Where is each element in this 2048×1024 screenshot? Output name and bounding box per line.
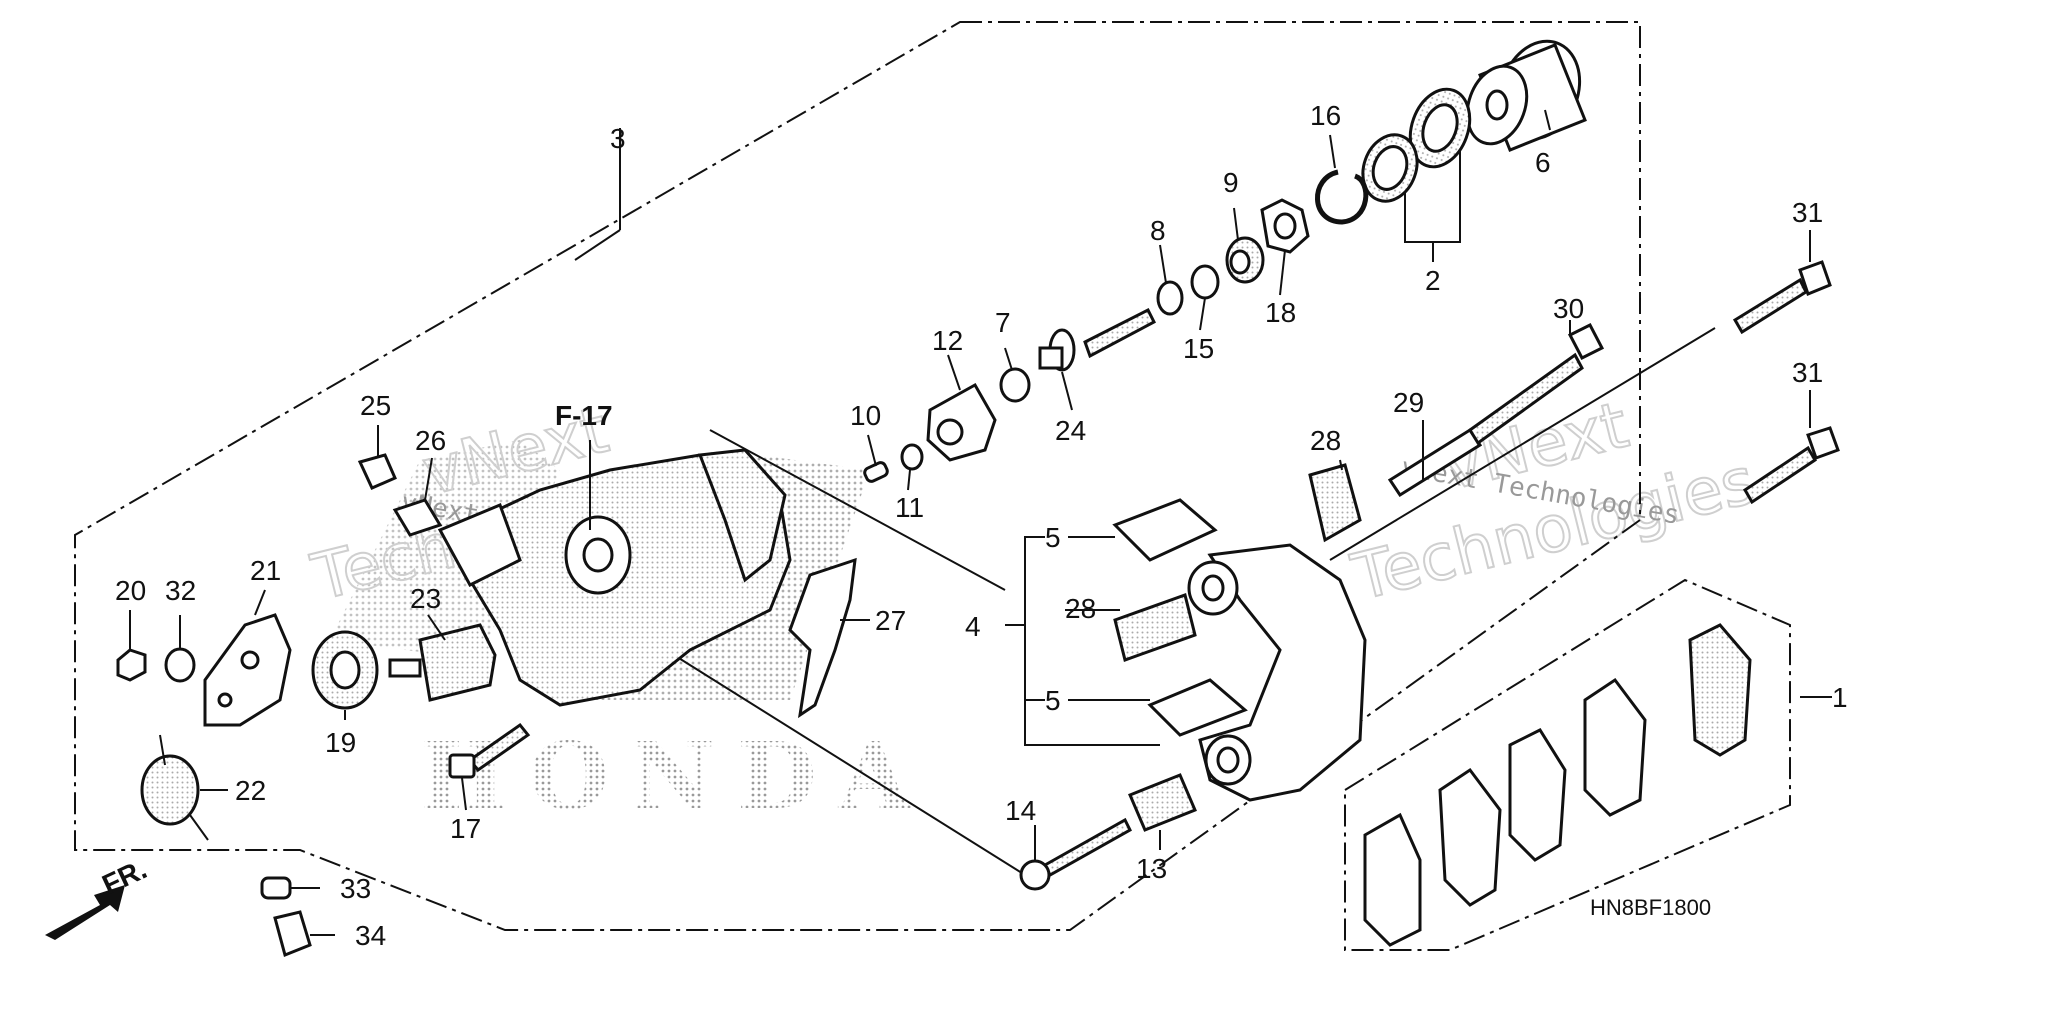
callout-9: 9 [1223, 167, 1239, 198]
callout-6: 6 [1535, 147, 1551, 178]
callout-31-upper: 31 [1792, 197, 1823, 228]
part-32-washer [164, 647, 196, 683]
part-16-circlip [1315, 169, 1369, 225]
part-26-bracket [392, 498, 443, 537]
part-31-bolt-lower [1742, 426, 1840, 505]
callout-11: 11 [895, 492, 924, 523]
callout-5-lower: 5 [1045, 685, 1061, 716]
part-8-washer [1156, 280, 1184, 316]
part-7-nut [999, 367, 1031, 403]
part-14-pin-bolt [1019, 817, 1132, 891]
callout-20: 20 [115, 575, 146, 606]
callout-4: 4 [965, 611, 981, 642]
callout-34: 34 [355, 920, 386, 951]
diagram-code: HN8BF1800 [1590, 895, 1711, 920]
part-24-adjusting-bolt [1038, 307, 1156, 372]
callout-18: 18 [1265, 297, 1296, 328]
callout-3: 3 [610, 123, 626, 154]
part-4-bracket [1187, 543, 1367, 802]
callout-14: 14 [1005, 795, 1036, 826]
callout-28-lower: 28 [1065, 593, 1096, 624]
part-18-retainer [1260, 198, 1310, 254]
callout-27: 27 [875, 605, 906, 636]
part-22-return-spring [140, 734, 209, 841]
brand-mark: HONDA [420, 722, 912, 830]
part-5-pad-spring-lower [1147, 678, 1248, 737]
callout-26: 26 [415, 425, 446, 456]
reference-label: F-17 [555, 400, 613, 431]
part-25-bleeder [357, 453, 397, 490]
part-6-boot-cap [1465, 39, 1587, 152]
callout-24: 24 [1055, 415, 1086, 446]
callout-8: 8 [1150, 215, 1166, 246]
part-3-caliper-body [437, 448, 792, 707]
part-30-bolt [1467, 322, 1605, 446]
part-12-cam-lever [926, 382, 997, 462]
part-28-boot-lower [1113, 593, 1197, 662]
part-20-nut [116, 648, 147, 682]
part-1-pad-set [1363, 623, 1752, 947]
part-31-bolt-upper [1732, 260, 1832, 335]
callout-28-upper: 28 [1310, 425, 1341, 456]
part-15-washer [1190, 264, 1220, 300]
callout-33: 33 [340, 873, 371, 904]
part-10-pin [863, 461, 889, 483]
callout-7: 7 [995, 307, 1011, 338]
callout-30: 30 [1553, 293, 1584, 324]
bracket-2 [1404, 150, 1461, 262]
part-2-piston-seals [1361, 87, 1472, 203]
callout-13: 13 [1136, 853, 1167, 884]
callout-15: 15 [1183, 333, 1214, 364]
caliper-assembly-outline [74, 21, 1641, 931]
callout-labels: 1 2 3 4 5 5 6 7 8 9 10 11 12 13 14 15 16… [115, 100, 1848, 951]
front-direction-arrow: FR. [45, 853, 151, 940]
callout-31-lower: 31 [1792, 357, 1823, 388]
part-29-pin [1387, 427, 1483, 498]
part-27-plate [788, 557, 857, 719]
callout-21: 21 [250, 555, 281, 586]
callout-5-upper: 5 [1045, 522, 1061, 553]
part-19-seal [311, 630, 379, 710]
callout-19: 19 [325, 727, 356, 758]
callout-16: 16 [1310, 100, 1341, 131]
callout-17: 17 [450, 813, 481, 844]
callout-29: 29 [1393, 387, 1424, 418]
callout-leaders [129, 109, 1811, 936]
part-11-o-ring [900, 443, 924, 471]
callout-23: 23 [410, 583, 441, 614]
callout-2: 2 [1425, 265, 1441, 296]
callout-10: 10 [850, 400, 881, 431]
part-33-cap [260, 876, 292, 900]
part-9-spring [1225, 236, 1265, 284]
part-5-pad-spring-upper [1112, 498, 1218, 562]
pad-set-outline [1344, 578, 1791, 951]
callout-22: 22 [235, 775, 266, 806]
part-21-cover [203, 613, 292, 727]
callout-1: 1 [1832, 682, 1848, 713]
part-23-piston [388, 623, 497, 702]
callout-12: 12 [932, 325, 963, 356]
callout-32: 32 [165, 575, 196, 606]
part-13-boot [1128, 773, 1197, 832]
callout-25: 25 [360, 390, 391, 421]
part-34-cap [273, 910, 312, 958]
part-17-bolt [448, 722, 531, 779]
bracket-4 [1005, 536, 1160, 746]
part-28-boot-upper [1308, 463, 1362, 543]
